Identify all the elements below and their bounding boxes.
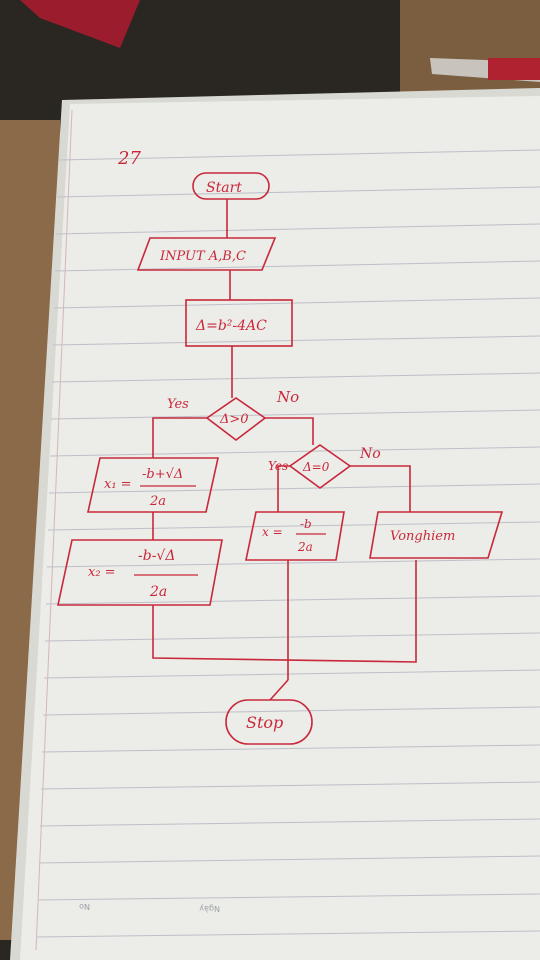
start-terminal (192, 172, 270, 200)
x1-numerator: -b+√Δ (142, 467, 183, 482)
stop-terminal (225, 699, 313, 745)
paper-sheet (10, 88, 540, 960)
decision1-no-label: No (276, 388, 299, 406)
yes-branch-line-2 (277, 465, 290, 512)
x-denominator: 2a (297, 540, 313, 554)
output-x-box (245, 511, 345, 561)
output-no-solution-box (369, 511, 504, 559)
x-numerator: -b (300, 517, 312, 531)
x1-denominator: 2a (149, 494, 166, 509)
decision1-label: Δ>0 (219, 412, 249, 427)
output-x1-box (87, 457, 219, 513)
x1-lhs: x₁ = (104, 477, 132, 492)
process-box (185, 299, 293, 347)
flowchart (57, 172, 504, 745)
margin-line (35, 109, 73, 951)
x2-lhs: x₂ = (88, 565, 116, 580)
connector (269, 679, 289, 701)
no-branch-line (265, 417, 314, 445)
input-box (136, 237, 277, 271)
decision-delta-zero (288, 444, 352, 489)
red-object (20, 0, 140, 48)
decision1-yes-label: Yes (167, 397, 189, 412)
process-label: Δ=b²-4AC (195, 318, 267, 334)
start-label: Start (206, 180, 242, 196)
decision2-yes-label: Yes (268, 459, 288, 473)
output-x2-box (57, 539, 223, 606)
footer-no: No (79, 902, 90, 911)
pen-grip (488, 58, 540, 80)
ruled-lines (36, 149, 540, 938)
input-label: INPUT A,B,C (159, 249, 246, 264)
decision2-no-label: No (359, 446, 381, 462)
x-lhs: x = (262, 525, 283, 539)
stop-label: Stop (246, 713, 283, 732)
decision2-label: Δ=0 (302, 460, 330, 474)
no-solution-label: Vonghiem (390, 529, 455, 544)
x2-denominator: 2a (149, 584, 167, 600)
x2-numerator: -b-√Δ (138, 548, 175, 564)
footer-date: Ngày (199, 904, 220, 913)
decision-delta-positive (205, 397, 267, 442)
no-branch-line-2 (350, 465, 411, 512)
yes-branch-line (152, 417, 207, 458)
page-number: 27 (117, 148, 141, 169)
merge-line (152, 560, 417, 663)
